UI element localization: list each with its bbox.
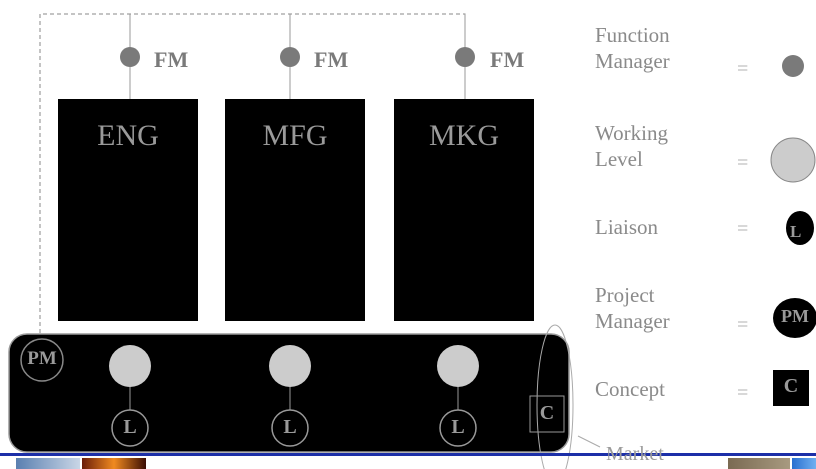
department-label-mkg: MKG <box>428 119 499 152</box>
legend-label-function-manager: Function Manager <box>595 23 670 73</box>
project-manager-node <box>20 338 64 382</box>
legend-liaison-text: L <box>790 222 802 241</box>
department-label-mfg: MFG <box>262 119 328 152</box>
market-ellipse <box>536 324 574 469</box>
blue-stripe <box>0 453 816 456</box>
legend-project-manager-text: PM <box>781 306 809 326</box>
legend-equals-function-manager: = <box>737 58 749 80</box>
function-manager-node-eng <box>120 47 140 67</box>
legend-label-working-level: Working Level <box>595 121 668 171</box>
liaison-label-mkg: L <box>451 416 465 438</box>
footer-image-sky <box>16 458 80 469</box>
legend-concept-text: C <box>783 375 799 397</box>
department-box-mfg <box>225 99 365 321</box>
legend-project-manager-symbol <box>773 298 816 338</box>
department-box-eng <box>58 99 198 321</box>
fm-label-mkg: FM <box>490 47 525 72</box>
market-label: Market <box>606 443 664 465</box>
function-manager-node-mkg <box>455 47 475 67</box>
department-box-mkg <box>394 99 534 321</box>
footer-image-water <box>792 458 816 469</box>
pm-label: PM <box>27 348 57 369</box>
legend-working-level-symbol <box>770 137 816 183</box>
liaison-node-eng <box>111 409 149 447</box>
legend-liaison-symbol <box>786 211 814 245</box>
working-level-node-mfg <box>269 345 311 387</box>
footer-image-terrain <box>728 458 790 469</box>
legend-label-concept: Concept <box>595 377 665 401</box>
department-label-eng: ENG <box>97 119 159 152</box>
liaison-node-mkg <box>439 409 477 447</box>
liaison-label-mfg: L <box>283 416 297 438</box>
working-level-node-eng <box>109 345 151 387</box>
legend-equals-concept: = <box>737 382 749 404</box>
function-manager-node-mfg <box>280 47 300 67</box>
legend-label-liaison: Liaison <box>595 215 658 239</box>
liaison-label-eng: L <box>123 416 137 438</box>
bottom-band <box>0 453 816 469</box>
fm-label-eng: FM <box>154 47 189 72</box>
legend-function-manager-symbol <box>782 55 804 77</box>
legend-label-project-manager: Project Manager <box>595 283 670 333</box>
concept-label: C <box>539 402 555 424</box>
legend-concept-symbol <box>773 370 809 406</box>
market-pointer <box>577 435 601 448</box>
legend-equals-working-level: = <box>737 152 749 174</box>
fm-label-mfg: FM <box>314 47 349 72</box>
concept-box <box>529 395 565 433</box>
legend-equals-liaison: = <box>737 218 749 240</box>
liaison-node-mfg <box>271 409 309 447</box>
legend-equals-project-manager: = <box>737 314 749 336</box>
footer-image-fire <box>82 458 146 469</box>
working-level-node-mkg <box>437 345 479 387</box>
